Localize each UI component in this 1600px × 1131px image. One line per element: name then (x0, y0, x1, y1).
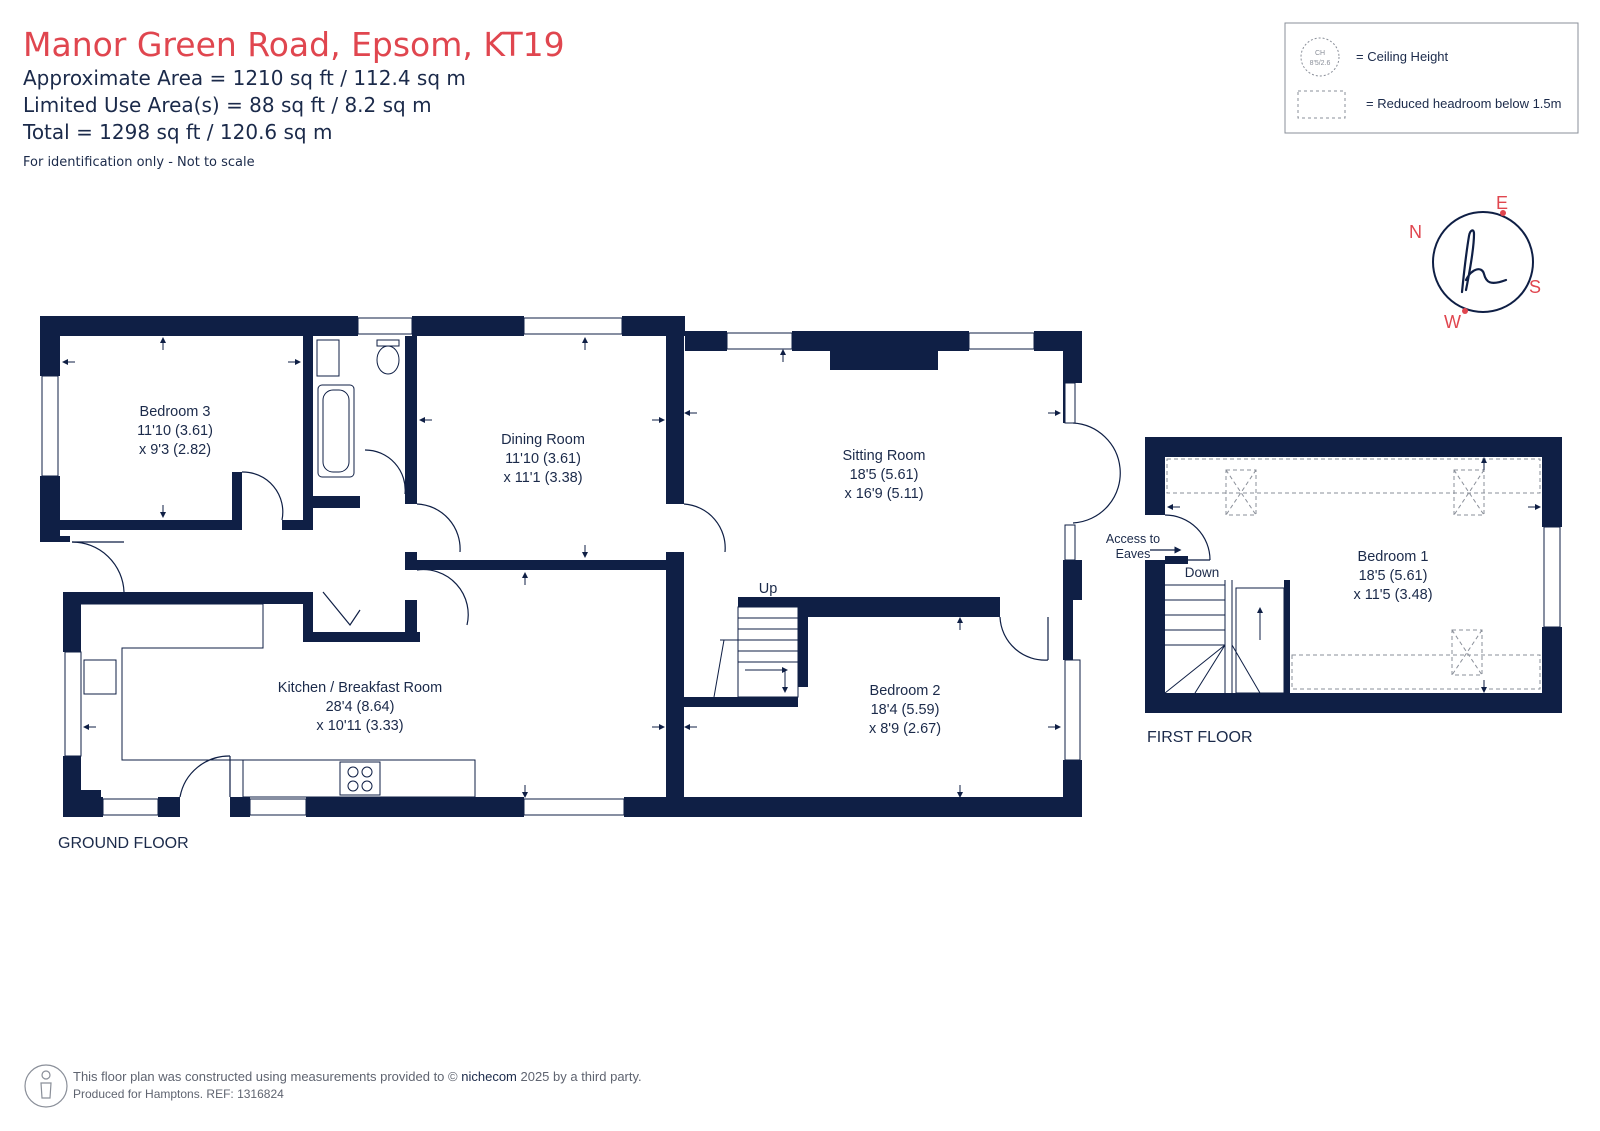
compass-w: W (1444, 312, 1461, 332)
first-floor-windows (1543, 526, 1561, 628)
compass: N E S W (1409, 193, 1541, 332)
address-title: Manor Green Road, Epsom, KT19 (23, 25, 565, 64)
sink-icon (83, 659, 117, 695)
approx-area: Approximate Area = 1210 sq ft / 112.4 sq… (23, 66, 466, 90)
room-name: Bedroom 3 (140, 404, 211, 420)
ground-floor-label: GROUND FLOOR (58, 835, 189, 852)
reduced-headroom-areas (1166, 458, 1541, 690)
stairs-down-icon (1164, 580, 1285, 694)
kitchen-fixtures (81, 603, 476, 798)
ground-floor-doors (71, 422, 1121, 798)
limited-area: Limited Use Area(s) = 88 sq ft / 8.2 sq … (23, 93, 432, 117)
room-dim: 28'4 (8.64) (326, 699, 395, 715)
room-dim: x 16'9 (5.11) (844, 486, 923, 502)
ground-floor-labels: Bedroom 3 11'10 (3.61) x 9'3 (2.82) Dini… (137, 404, 941, 737)
stairs-up-label: Up (759, 581, 778, 597)
compass-n: N (1409, 222, 1422, 242)
room-name: Bedroom 1 (1358, 549, 1429, 565)
eaves-label-1: Access to (1106, 532, 1160, 546)
first-floor-plan: Bedroom 1 18'5 (5.61) x 11'5 (3.48) Down… (1106, 437, 1562, 746)
ceiling-height-icon (1300, 37, 1340, 77)
first-floor-walls (1145, 437, 1562, 713)
compass-ring (1432, 211, 1534, 313)
disclaimer: For identification only - Not to scale (23, 155, 255, 170)
room-dim: 18'5 (5.61) (1359, 568, 1428, 584)
dimension-arrows (62, 337, 1061, 798)
compass-s: S (1529, 277, 1541, 297)
ch-badge-bottom: 8'5/2.6 (1310, 60, 1331, 67)
ceiling-height-label: = Ceiling Height (1356, 49, 1449, 64)
room-name: Sitting Room (842, 448, 925, 464)
room-dim: x 11'5 (3.48) (1353, 587, 1432, 603)
eaves-door (1150, 514, 1211, 561)
footer-ref: Produced for Hamptons. REF: 1316824 (73, 1087, 284, 1101)
room-dim: 11'10 (3.61) (505, 451, 581, 467)
total-area: Total = 1298 sq ft / 120.6 sq m (22, 120, 332, 144)
room-name: Bedroom 2 (870, 683, 941, 699)
first-floor-label: FIRST FLOOR (1147, 729, 1253, 746)
ground-floor-plan: Bedroom 3 11'10 (3.61) x 9'3 (2.82) Dini… (40, 316, 1121, 852)
room-dim: x 9'3 (2.82) (139, 442, 211, 458)
footer-suffix: 2025 by a third party. (520, 1069, 641, 1084)
room-name: Dining Room (501, 432, 585, 448)
first-floor-arrows (1167, 457, 1541, 693)
ground-floor-walls (40, 316, 1082, 817)
ground-floor-windows (41, 317, 1081, 816)
room-dim: 18'4 (5.59) (871, 702, 940, 718)
room-dim: 18'5 (5.61) (850, 467, 919, 483)
bath-icon (317, 384, 355, 478)
basin-icon (316, 339, 340, 377)
room-dim: 11'10 (3.61) (137, 423, 213, 439)
room-dim: x 10'11 (3.33) (316, 718, 403, 734)
compass-e: E (1496, 193, 1508, 213)
bathroom-fixtures (316, 339, 400, 478)
room-name: Kitchen / Breakfast Room (278, 680, 442, 696)
room-dim: x 11'1 (3.38) (503, 470, 582, 486)
header: Manor Green Road, Epsom, KT19 Approximat… (22, 25, 565, 170)
room-dim: x 8'9 (2.67) (869, 721, 941, 737)
ch-badge-top: CH (1315, 50, 1325, 57)
logo-h-icon (1460, 229, 1508, 294)
toilet-icon (376, 345, 400, 375)
reduced-headroom-label: = Reduced headroom below 1.5m (1366, 96, 1561, 111)
person-icon (40, 1070, 52, 1099)
stairs-down-label: Down (1185, 565, 1220, 580)
person-icon-ring (24, 1064, 68, 1108)
hob-icon (339, 761, 381, 796)
eaves-label-2: Eaves (1116, 547, 1151, 561)
footer-brand: nichecom (461, 1069, 520, 1084)
legend: CH 8'5/2.6 = Ceiling Height = Reduced he… (1284, 22, 1579, 134)
footer: This floor plan was constructed using me… (24, 1064, 642, 1108)
footer-prefix: This floor plan was constructed using me… (73, 1069, 458, 1084)
reduced-headroom-icon (1297, 90, 1346, 119)
svg-text:This floor plan was constructe: This floor plan was constructed using me… (73, 1069, 642, 1084)
stairs-up-icon (713, 606, 799, 698)
first-floor-labels: Bedroom 1 18'5 (5.61) x 11'5 (3.48) Down… (1106, 532, 1433, 603)
